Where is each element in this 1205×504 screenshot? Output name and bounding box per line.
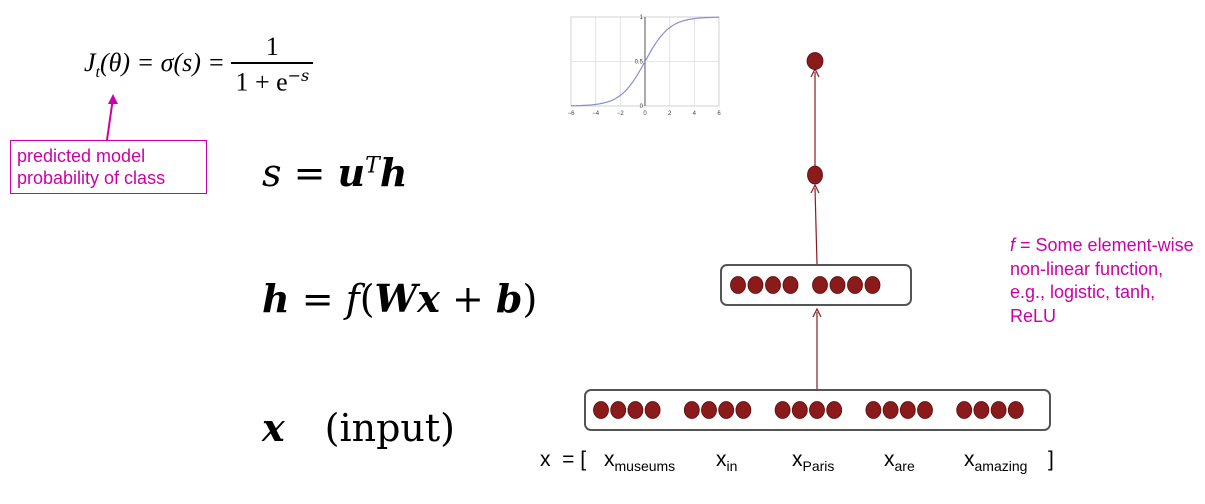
- score-equation: s = uTh: [262, 150, 407, 195]
- score-node: [807, 165, 823, 185]
- bracket-open: x = [: [540, 448, 587, 471]
- input-node: [865, 401, 882, 419]
- hidden-node: [864, 276, 881, 294]
- x-tick-label: 0: [643, 111, 647, 117]
- predicted-annotation-text: predicted model probability of class: [17, 146, 166, 188]
- score-transpose: T: [365, 153, 380, 179]
- network-nodes: [593, 52, 1024, 419]
- hidden-open: (: [359, 277, 375, 321]
- objective-J: J: [84, 47, 96, 77]
- fraction-numerator: 1: [265, 32, 279, 61]
- x-tick-label: −6: [568, 111, 576, 117]
- network-edges: [810, 67, 822, 390]
- sigmoid-curve: [570, 16, 720, 107]
- hidden-equation: h = f(Wx + b): [262, 276, 537, 321]
- score-lhs: s =: [262, 151, 338, 195]
- hidden-node: [812, 276, 828, 294]
- annotation-arrowhead: [108, 94, 118, 104]
- x-tick-label: −2: [617, 111, 625, 117]
- input-x: x: [262, 405, 285, 450]
- input-node: [899, 401, 916, 419]
- input-node: [990, 401, 1007, 419]
- output-node: [806, 52, 824, 70]
- input-node: [774, 401, 791, 419]
- input-node: [683, 401, 700, 419]
- edge-hidden-to-score: [814, 187, 818, 265]
- bracket-close: ]: [1048, 448, 1054, 471]
- hidden-node: [847, 276, 863, 294]
- input-equation: x (input): [262, 405, 455, 450]
- input-node: [973, 401, 990, 419]
- hidden-h: h: [262, 276, 290, 321]
- input-node: [593, 401, 609, 419]
- hidden-node: [829, 276, 846, 294]
- hidden-b: b: [495, 276, 523, 321]
- f-symbol: f: [1010, 235, 1016, 255]
- hidden-eq: =: [289, 277, 346, 321]
- hidden-node: [730, 276, 746, 294]
- y-tick-label: 0: [640, 104, 644, 110]
- objective-middle: (θ) = σ(s) =: [100, 47, 225, 77]
- input-node: [610, 401, 627, 419]
- token-are: xare: [884, 448, 915, 475]
- fraction-exponent: −s: [287, 66, 310, 85]
- x-tick-label: −4: [592, 111, 600, 117]
- nonlinearity-text: = Some element-wise non-linear function,…: [1010, 235, 1194, 326]
- arrowhead-score: [810, 183, 820, 194]
- hidden-close: ): [522, 277, 538, 321]
- input-node: [809, 401, 825, 419]
- y-tick-label: 1: [640, 15, 644, 21]
- hidden-W: W: [374, 276, 418, 321]
- hidden-x: x: [417, 276, 440, 321]
- sigmoid-plot: −6 −4 −2 0 2 4 6 0 0.5 1: [568, 15, 722, 117]
- token-museums: xmuseums: [604, 448, 676, 475]
- input-node: [627, 401, 644, 419]
- hidden-node: [747, 276, 764, 294]
- score-h: h: [379, 150, 408, 195]
- input-node: [644, 401, 661, 419]
- token-in: xin: [716, 448, 738, 475]
- input-node: [956, 401, 973, 419]
- token-amazing: xamazing: [964, 448, 1028, 475]
- score-u: u: [337, 150, 366, 195]
- y-tick-label: 0.5: [635, 60, 644, 66]
- x-tick-label: 6: [717, 111, 721, 117]
- x-tick-label: 4: [693, 111, 697, 117]
- objective-subscript: t: [95, 63, 100, 81]
- arrowhead-hidden: [812, 307, 822, 318]
- input-node: [701, 401, 717, 419]
- annotation-arrow: [106, 97, 114, 141]
- objective-equation: Jt(θ) = σ(s) = 1 1 + e−s: [84, 32, 314, 98]
- input-node: [1007, 401, 1024, 419]
- hidden-node: [765, 276, 781, 294]
- input-vector-label: x = [ xmuseums xin xParis xare xamazing …: [540, 448, 1060, 480]
- hidden-node: [782, 276, 799, 294]
- input-node: [718, 401, 735, 419]
- x-tick-label: 2: [668, 111, 672, 117]
- input-node: [917, 401, 933, 419]
- fraction-denominator: 1 + e: [235, 67, 288, 97]
- input-node: [735, 401, 752, 419]
- input-node: [791, 401, 808, 419]
- token-paris: xParis: [792, 448, 835, 475]
- nonlinearity-annotation: f = Some element-wise non-linear functio…: [1010, 234, 1200, 328]
- predicted-probability-annotation: predicted model probability of class: [10, 140, 207, 194]
- hidden-plus: +: [439, 277, 496, 321]
- hidden-f: f: [345, 277, 360, 321]
- input-node: [826, 401, 843, 419]
- input-node: [882, 401, 899, 419]
- input-label: (input): [324, 406, 456, 450]
- sigmoid-fraction: 1 1 + e−s: [231, 32, 314, 98]
